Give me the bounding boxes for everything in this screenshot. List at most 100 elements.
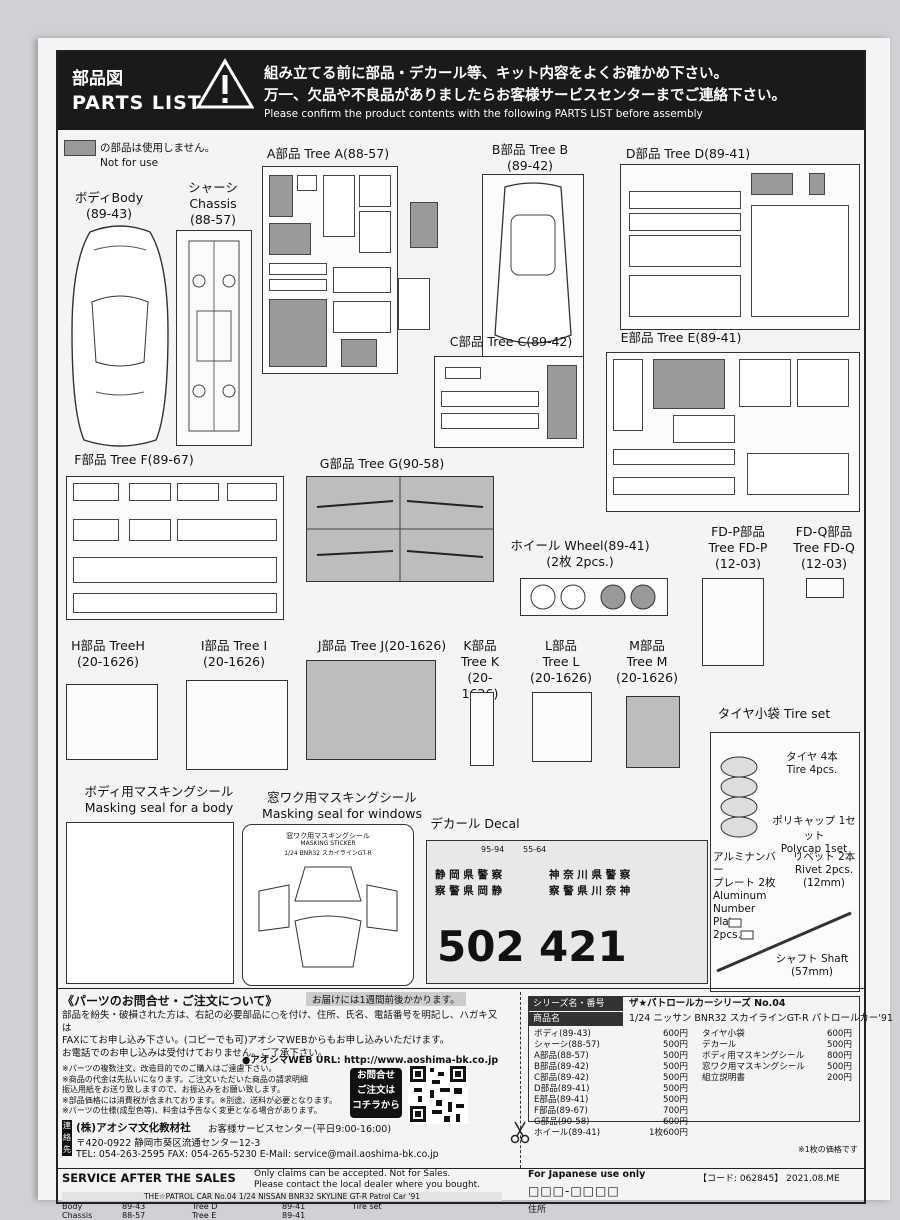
decal-plate-2: 55-64: [523, 845, 547, 854]
price-row: D部品(89-41) 500円: [531, 1084, 691, 1095]
price-item-name: デカール: [702, 1040, 737, 1050]
tree-i-label: I部品 Tree I(20-1626): [200, 638, 268, 669]
price-row: B部品(89-42) 500円: [531, 1062, 691, 1073]
parts-list-header: 部品図 PARTS LIST 組み立てる前に部品・デカール等、キット内容をよくお…: [58, 52, 864, 130]
price-row: G部品(90-58)600円: [531, 1117, 691, 1128]
tree-j-label: J部品 Tree J(20-1626): [317, 638, 447, 653]
service-title: SERVICE AFTER THE SALES: [62, 1171, 236, 1185]
price-item-value: 500円: [663, 1062, 688, 1072]
shaft-icon: [716, 911, 852, 973]
price-item-value: 1枚600円: [648, 1128, 688, 1138]
tree-fdp: [702, 578, 764, 666]
price-item-value: 500円: [663, 1051, 688, 1061]
title-jp: 部品図: [72, 69, 123, 89]
price-item-value: 800円: [827, 1051, 852, 1061]
order-web-link[interactable]: ●アオシマWEB URL: http://www.aoshima-bk.co.j…: [242, 1055, 499, 1066]
price-item-value: 600円: [663, 1029, 688, 1039]
price-item-name: ボディ用マスキングシール: [702, 1051, 805, 1061]
price-item-value: 500円: [663, 1095, 688, 1105]
mask-window-inner-title: 窓ワク用マスキングシール: [286, 832, 370, 840]
tree-h-label: H部品 TreeH(20-1626): [71, 638, 145, 669]
company-name: (株)アオシマ文化教材社: [76, 1122, 191, 1134]
qr-code-icon[interactable]: [408, 1064, 468, 1124]
company-address: 〒420-0922 静岡市葵区流通センター12-3: [76, 1138, 261, 1149]
order-heading: 《パーツのお問合せ・ご注文について》: [62, 994, 278, 1008]
tree-a-sub-part-2: [398, 278, 430, 330]
price-item-value: 600円: [663, 1117, 688, 1127]
price-item-name: F部品(89-67): [534, 1106, 588, 1116]
company-contact: TEL: 054-263-2595 FAX: 054-265-5230 E-Ma…: [76, 1149, 439, 1160]
price-item-value: 500円: [827, 1040, 852, 1050]
not-for-use-swatch: [64, 140, 96, 156]
price-row: デカール 500円: [699, 1040, 855, 1051]
decal-number-421: 421: [539, 922, 627, 971]
price-row: 窓ワク用マスキングシール 500円: [699, 1062, 855, 1073]
series-value: ザ★パトロールカーシリーズ No.04: [629, 998, 786, 1009]
price-row: ホイール(89-41)1枚600円: [531, 1128, 691, 1139]
price-item-name: B部品(89-42): [534, 1062, 589, 1072]
tree-c: [434, 356, 584, 448]
instruction-sheet: 部品図 PARTS LIST 組み立てる前に部品・デカール等、キット内容をよくお…: [38, 38, 893, 1220]
tree-a-sub-part: [410, 202, 438, 248]
price-footnote: ※1枚の価格です: [798, 1145, 858, 1154]
price-item-value: 500円: [663, 1073, 688, 1083]
tree-f: [66, 476, 284, 620]
price-row: シャーシ(88-57)500円: [531, 1040, 691, 1051]
decal-label: デカール Decal: [430, 816, 520, 831]
order-notes: ※パーツの複数注文、改造目的でのご購入はご遠慮下さい。 ※商品の代金は先払いにな…: [62, 1064, 338, 1115]
scissors-icon: [510, 1121, 530, 1144]
tree-h: [66, 684, 158, 760]
price-item-value: 500円: [827, 1062, 852, 1072]
price-row: F部品(89-67)700円: [531, 1106, 691, 1117]
decal-plate-1: 95-94: [481, 845, 505, 854]
price-item-name: 窓ワク用マスキングシール: [702, 1062, 805, 1072]
price-item-name: D部品(89-41): [534, 1084, 590, 1094]
tree-b-label: B部品 Tree B(89-42): [491, 142, 569, 173]
tree-j: [306, 660, 436, 760]
price-item-value: 500円: [663, 1084, 688, 1094]
tree-g-label: G部品 Tree G(90-58): [319, 456, 445, 471]
price-item-name: シャーシ(88-57): [534, 1040, 600, 1050]
price-row: A部品(88-57)500円: [531, 1051, 691, 1062]
body-part: [71, 225, 169, 447]
tree-g: [306, 476, 494, 582]
tree-l: [532, 692, 592, 762]
qr-label: お問合せご注文はコチラから: [350, 1068, 402, 1118]
mask-body-sheet: [66, 822, 234, 984]
price-row: E部品(89-41)500円: [531, 1095, 691, 1106]
company-tag: 連絡先: [62, 1120, 72, 1156]
price-row: C部品(89-42) 500円: [531, 1073, 691, 1084]
tree-e-label: E部品 Tree E(89-41): [620, 330, 742, 345]
parts-list-frame: 部品図 PARTS LIST 組み立てる前に部品・デカール等、キット内容をよくお…: [56, 50, 893, 1220]
tree-c-label: C部品 Tree C(89-42): [449, 334, 573, 349]
address-label: 住所: [528, 1205, 547, 1215]
tree-a-label: A部品 Tree A(88-57): [266, 146, 390, 161]
price-table: シリーズ名・番号 ザ★パトロールカーシリーズ No.04 商品名 1/24 ニッ…: [528, 996, 893, 1138]
legend-jp: の部品は使用しません。: [100, 142, 216, 154]
service-notes: Only claims can be accepted. Not for Sal…: [254, 1169, 481, 1190]
decal-kanji-2: 神 奈 川 県 警 察: [549, 869, 631, 881]
decal-sheet: 95-94 55-64 静 岡 県 警 察 神 奈 川 県 警 察 察 警 県 …: [426, 840, 708, 984]
product-code: 【コード: 062845】 2021.08.ME: [698, 1174, 840, 1184]
product-value: 1/24 ニッサン BNR32 スカイラインGT-R パトロールカー'91: [629, 1013, 893, 1024]
tree-d: [620, 164, 860, 330]
tire-set-label: タイヤ小袋 Tire set: [717, 706, 831, 721]
price-item-name: タイヤ小袋: [702, 1029, 745, 1039]
tree-k: [470, 692, 494, 766]
price-item-name: C部品(89-42): [534, 1073, 589, 1083]
tree-b: [482, 174, 584, 366]
